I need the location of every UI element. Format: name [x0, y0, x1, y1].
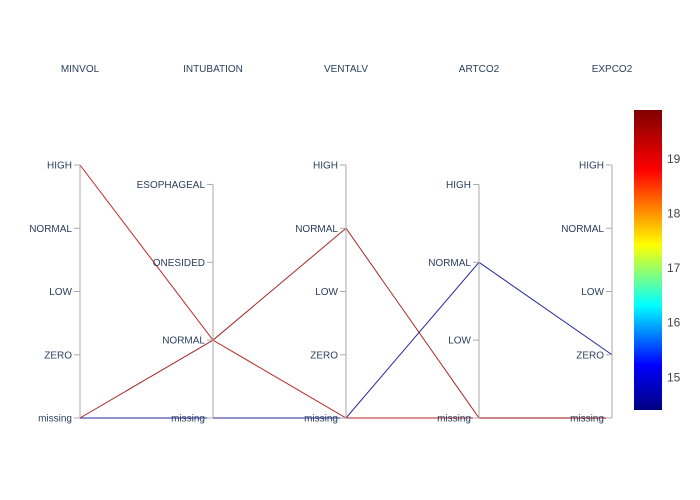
tick-label: missing: [570, 414, 604, 425]
tick-label: NORMAL: [29, 224, 72, 235]
tick-label: LOW: [581, 287, 604, 298]
axis-titles: MINVOL INTUBATION VENTALV ARTCO2 EXPCO2: [61, 64, 633, 75]
tick-label: missing: [171, 414, 205, 425]
tick-label: missing: [437, 414, 471, 425]
tick-label: LOW: [49, 287, 72, 298]
axis-title: MINVOL: [61, 64, 100, 75]
tick-label: LOW: [315, 287, 338, 298]
colorbar-gradient: [634, 110, 662, 410]
colorbar-tick-label: 15: [667, 370, 681, 384]
colorbar-tick-label: 16: [667, 316, 681, 330]
colorbar-ticks: 15 16 17 18 19: [667, 152, 681, 384]
colorbar-tick-label: 19: [667, 152, 681, 166]
tick-label: ZERO: [576, 350, 604, 361]
tick-label: ONESIDED: [153, 258, 205, 269]
tick-label: missing: [38, 414, 72, 425]
tick-label: LOW: [448, 336, 471, 347]
axis-title: VENTALV: [324, 64, 368, 75]
axis-title: EXPCO2: [592, 64, 633, 75]
axis-title: ARTCO2: [459, 64, 500, 75]
tick-label: HIGH: [313, 161, 338, 172]
tick-label: HIGH: [47, 161, 72, 172]
colorbar-tick-label: 18: [667, 207, 681, 221]
tick-label: ZERO: [310, 350, 338, 361]
axis-title: INTUBATION: [183, 64, 243, 75]
tick-label: NORMAL: [561, 224, 604, 235]
tick-label: NORMAL: [428, 258, 471, 269]
colorbar-tick-label: 17: [667, 261, 681, 275]
tick-label: ZERO: [44, 350, 72, 361]
tick-label: missing: [304, 414, 338, 425]
tick-label: ESOPHAGEAL: [137, 180, 206, 191]
tick-label: HIGH: [579, 161, 604, 172]
tick-label: NORMAL: [162, 336, 205, 347]
colorbar: 15 16 17 18 19: [634, 110, 681, 410]
axes: missing ZERO LOW NORMAL HIGH missing NORMAL ONE…: [29, 161, 613, 425]
tick-label: NORMAL: [295, 224, 338, 235]
tick-label: HIGH: [446, 180, 471, 191]
